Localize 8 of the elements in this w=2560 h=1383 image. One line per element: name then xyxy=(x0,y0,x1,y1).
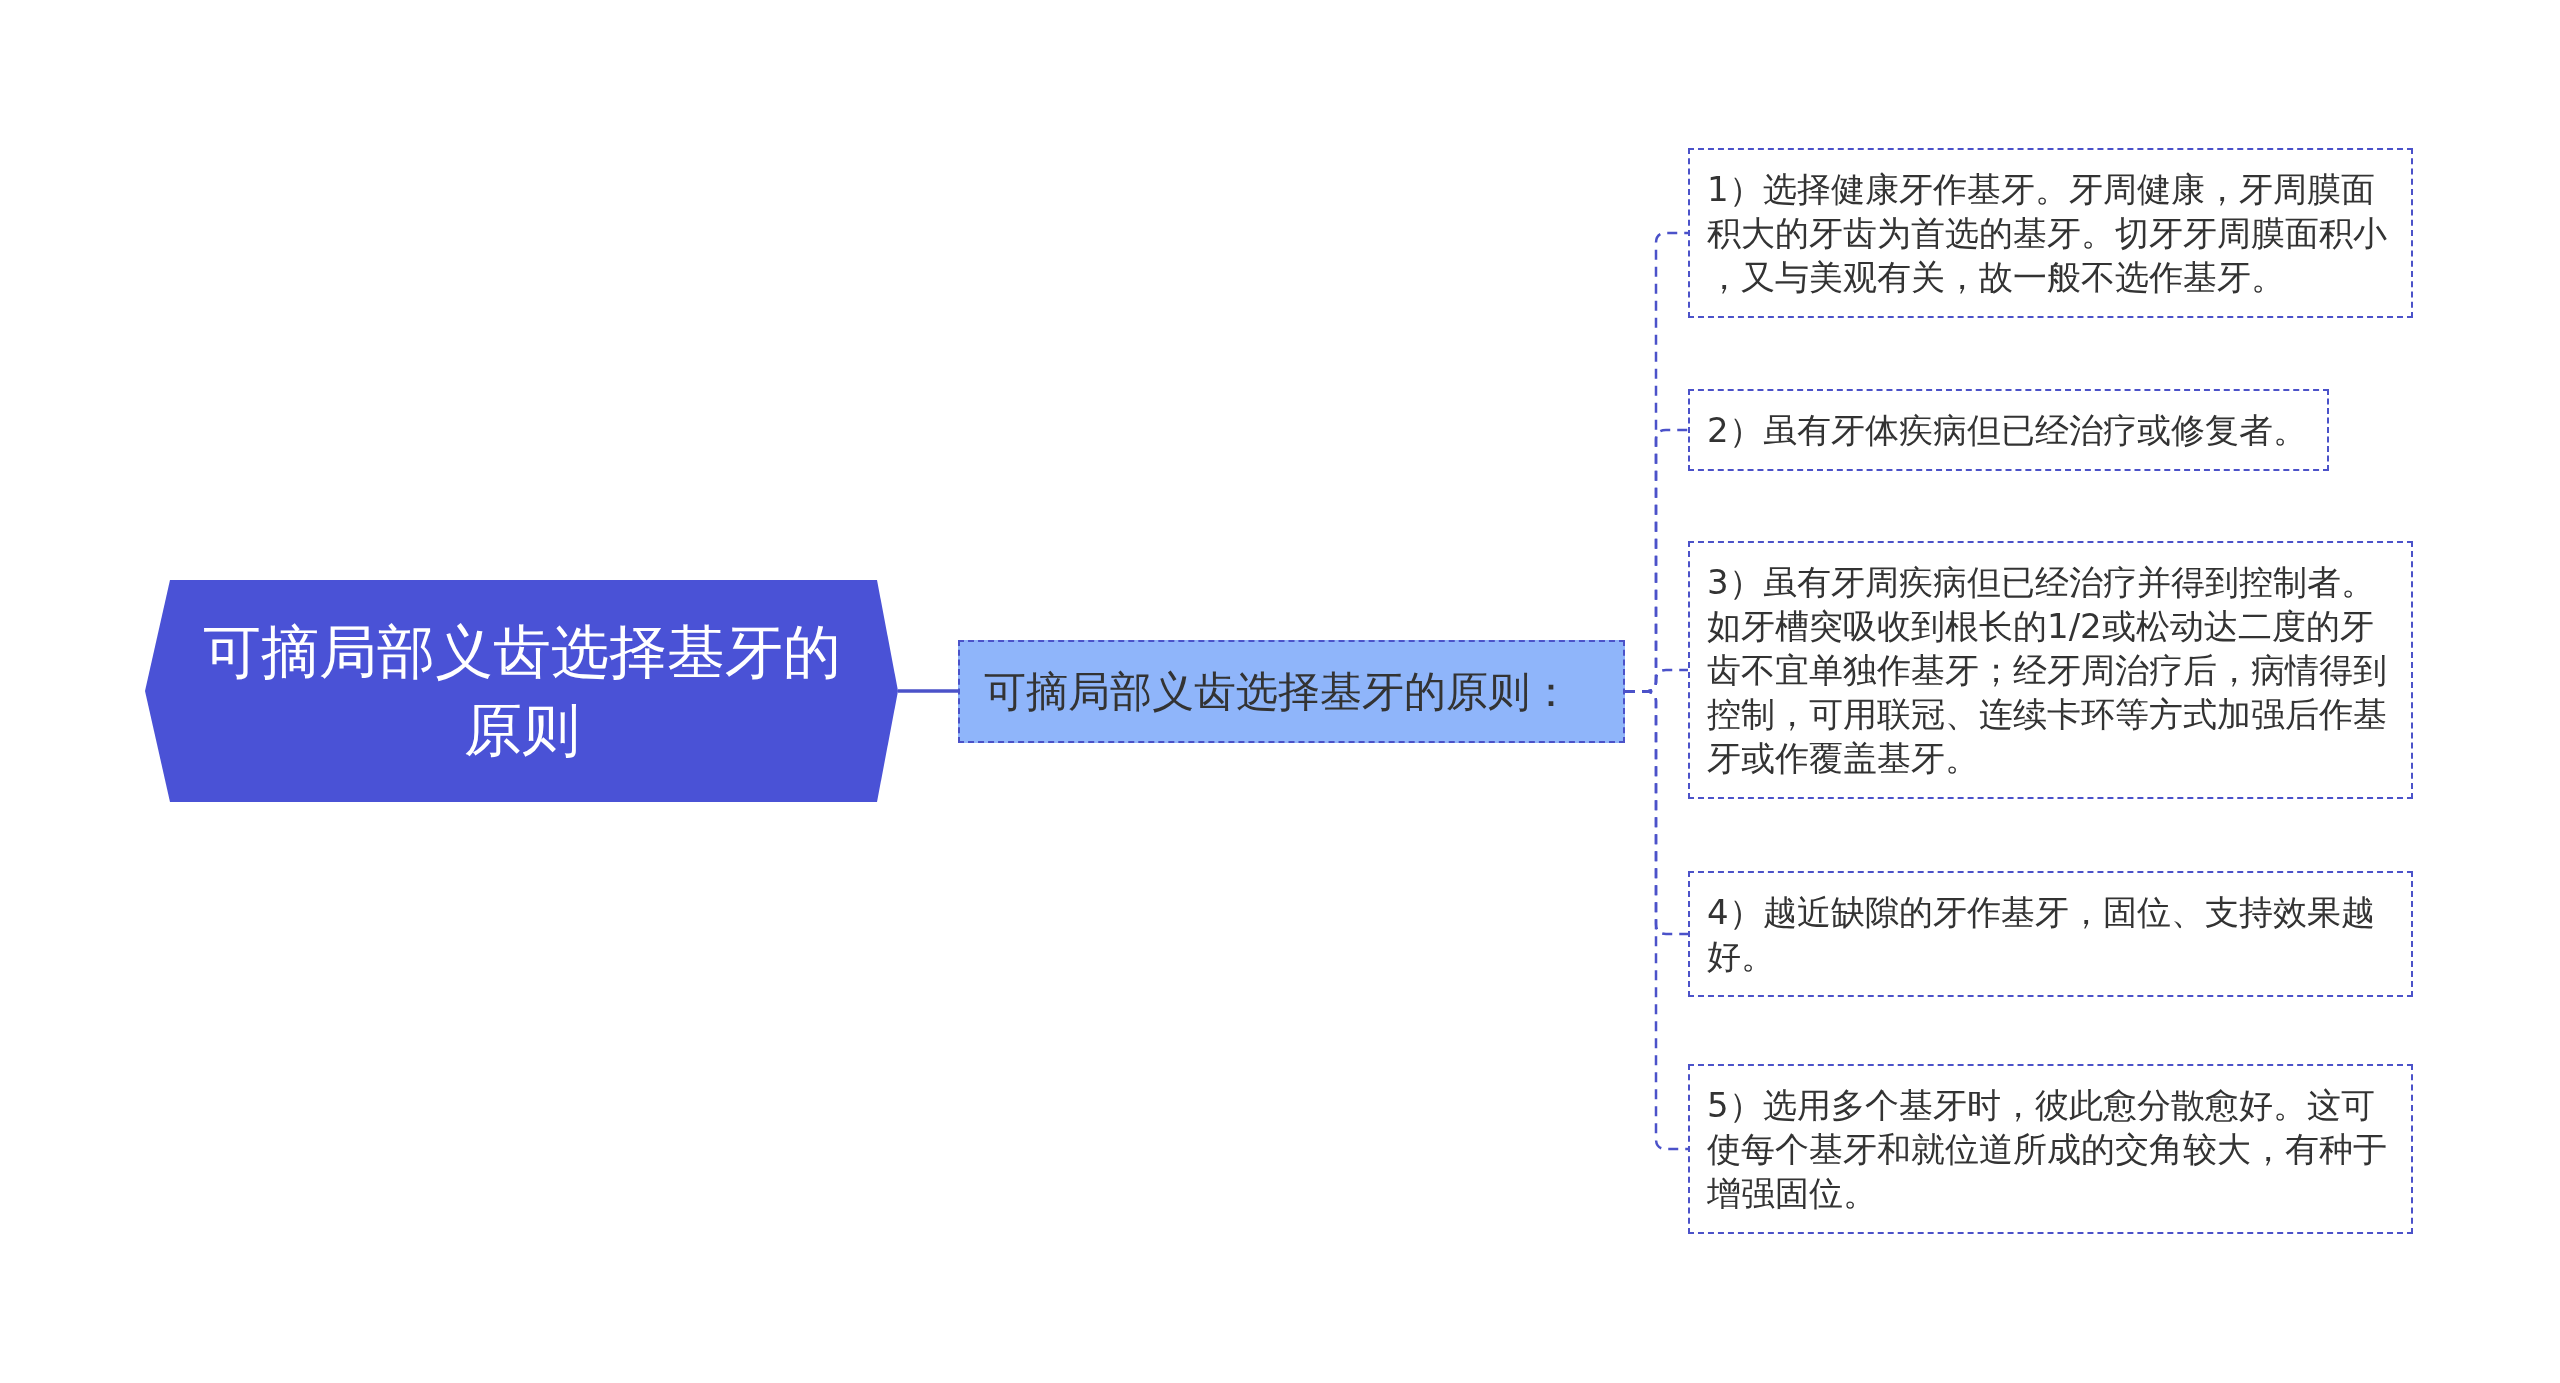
text-box: 2）虽有牙体疾病但已经治疗或修复者。 xyxy=(1688,389,2329,471)
text-box: 1）选择健康牙作基牙。牙周健康，牙周膜面积大的牙齿为首选的基牙。切牙牙周膜面积小，又与美观有关，故一般不选作基牙。 xyxy=(1688,148,2413,318)
connector-line xyxy=(898,689,958,693)
text-box: 5）选用多个基牙时，彼此愈分散愈好。这可使每个基牙和就位道所成的交角较大，有种于增强固位。 xyxy=(1688,1064,2413,1234)
text-box: 4）越近缺隙的牙作基牙，固位、支持效果越好。 xyxy=(1688,871,2413,997)
hexagon-topic: 可摘局部义齿选择基牙的原则 xyxy=(145,580,898,802)
subtopic-box: 可摘局部义齿选择基牙的原则： xyxy=(958,640,1625,743)
text-box: 3）虽有牙周疾病但已经治疗并得到控制者。如牙槽突吸收到根长的1/2或松动达二度的牙齿不宜单独作基牙；经牙周治疗后，病情得到控制，可用联冠、连续卡环等方式加强后作基牙或作覆盖基牙。 xyxy=(1688,541,2413,799)
